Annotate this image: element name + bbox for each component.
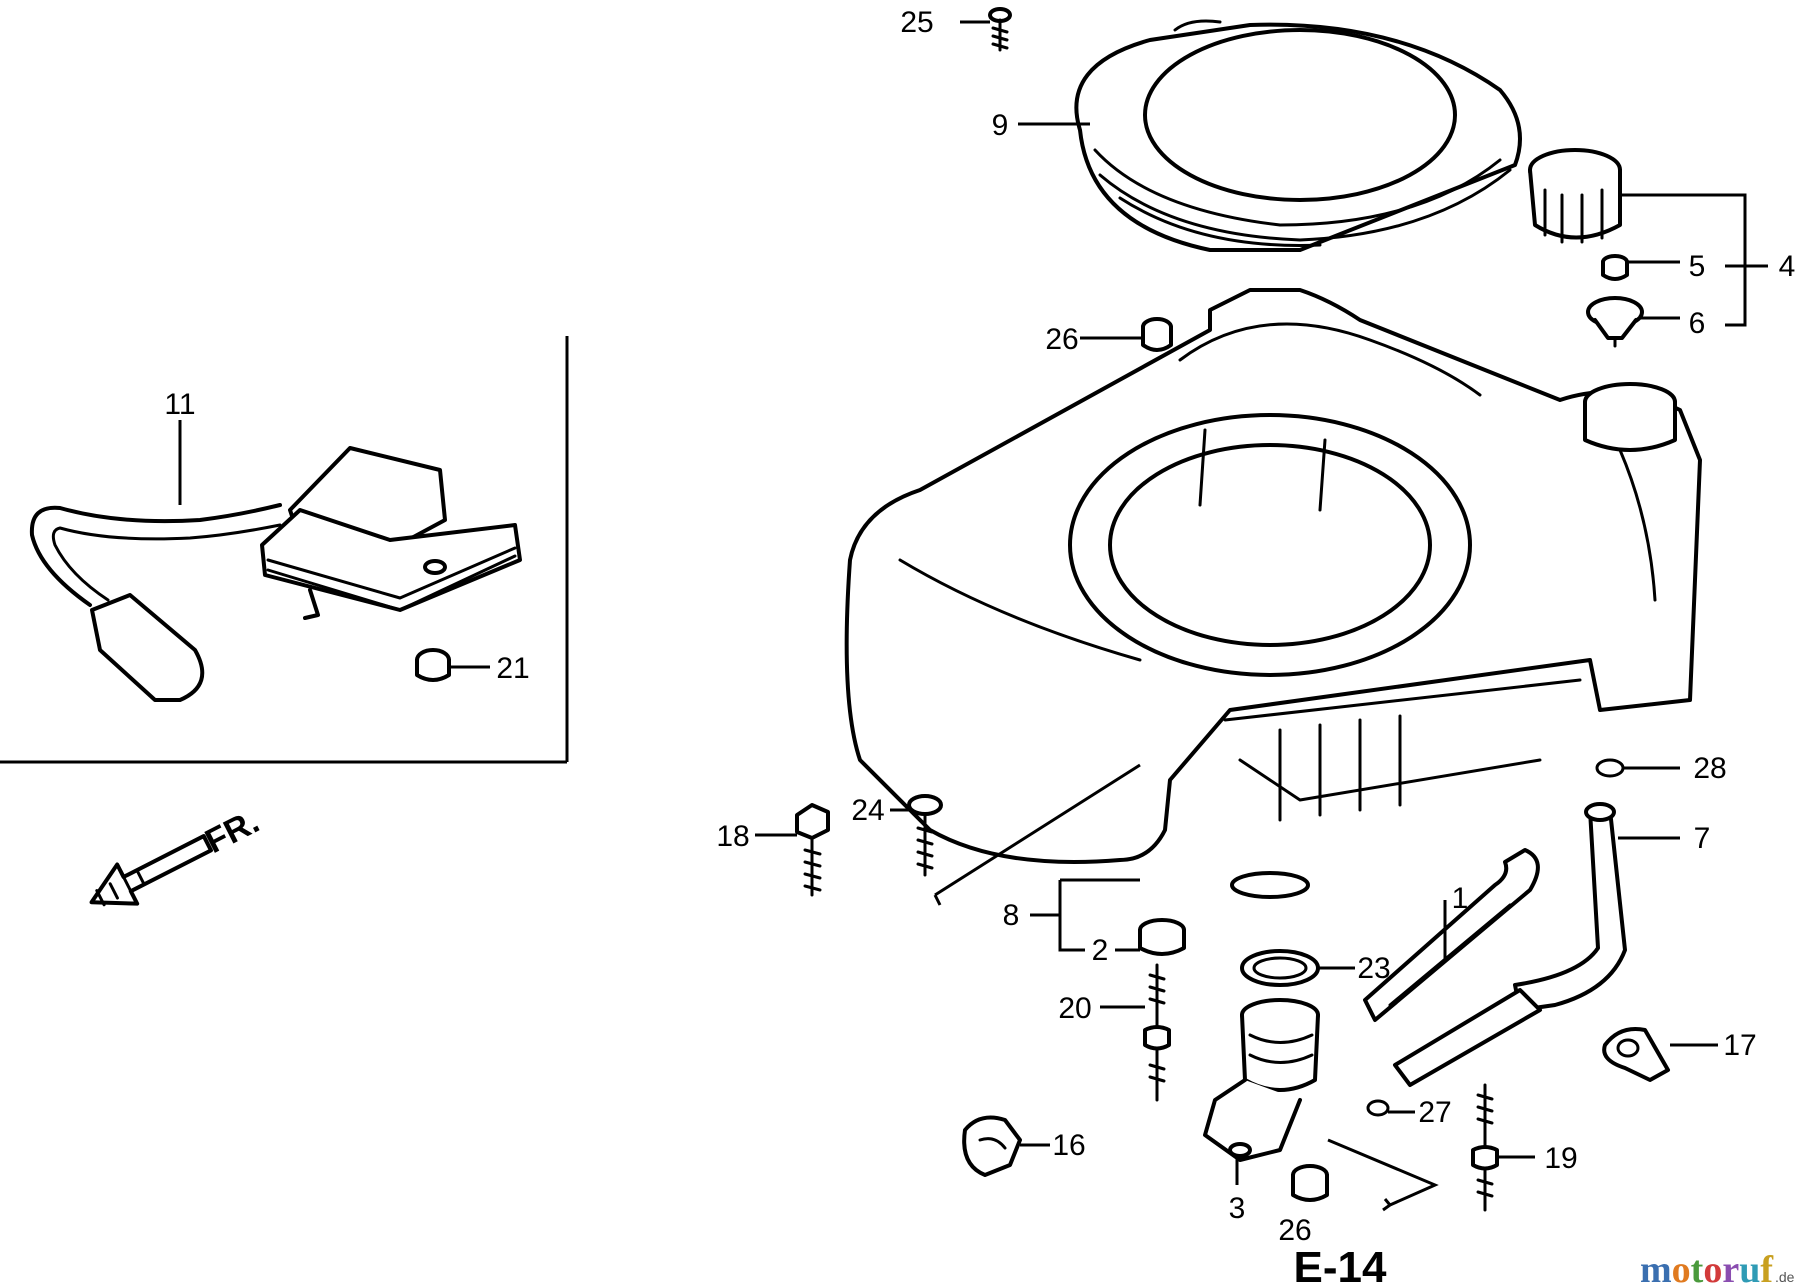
filler-neck: [1583, 382, 1677, 452]
callout-4: 4: [1779, 250, 1796, 283]
watermark-letter: u: [1739, 1249, 1760, 1287]
watermark-logo: motoruf .de: [1640, 1249, 1795, 1287]
collar-26-top: [1141, 317, 1173, 352]
callout-26-top: 26: [1045, 323, 1078, 356]
leader-lines: [178, 20, 1768, 1212]
callout-1: 1: [1452, 882, 1469, 915]
callout-20: 20: [1058, 992, 1091, 1025]
fuel-cap: [1528, 148, 1622, 244]
callout-27: 27: [1418, 1096, 1451, 1129]
svg-text:motoruf: motoruf: [1640, 1249, 1774, 1287]
sheet-code: E-14: [1294, 1243, 1387, 1287]
callout-8: 8: [1003, 899, 1020, 932]
watermark-letter: o: [1672, 1249, 1691, 1287]
stud-19: [1471, 1083, 1499, 1212]
collar-26-bottom: [1291, 1164, 1329, 1202]
direction-arrow: FR.: [89, 802, 265, 907]
callout-28: 28: [1693, 752, 1726, 785]
stud-20: [1143, 963, 1171, 1102]
gasket-5: [1601, 254, 1629, 281]
fan-cover: [844, 288, 1702, 899]
hose-clip-28: [1595, 758, 1625, 778]
screw-25: [988, 7, 1012, 52]
callout-24: 24: [851, 794, 884, 827]
callout-23: 23: [1357, 952, 1390, 985]
callout-2: 2: [1092, 934, 1109, 967]
ignition-coil: [29, 446, 522, 702]
callouts: 25 9 4 5 6 26 11 21 28 7 18 24 8 2 23 1 …: [164, 6, 1795, 1247]
collar-2: [1138, 918, 1186, 956]
callout-5: 5: [1689, 250, 1706, 283]
callout-7: 7: [1694, 822, 1711, 855]
strainer-6: [1586, 296, 1644, 348]
callout-3: 3: [1229, 1192, 1246, 1225]
callout-6: 6: [1689, 307, 1706, 340]
clip-17: [1602, 1027, 1670, 1082]
nut-21: [415, 648, 490, 682]
o-ring-23: [1240, 949, 1320, 987]
callout-26-bottom: 26: [1278, 1214, 1311, 1247]
callout-9: 9: [992, 109, 1009, 142]
clip-27: [1366, 1099, 1390, 1117]
watermark-letter: f: [1760, 1249, 1774, 1287]
watermark-suffix: .de: [1775, 1269, 1795, 1285]
callout-16: 16: [1052, 1129, 1085, 1162]
watermark-letter: m: [1640, 1249, 1672, 1287]
callout-11: 11: [164, 388, 195, 421]
bolt-18: [795, 803, 830, 897]
fuel-hose-1: [1363, 848, 1540, 1022]
callout-21: 21: [496, 652, 529, 685]
watermark-letter: t: [1691, 1249, 1704, 1287]
fuel-hose-7: [1393, 802, 1627, 1087]
clip-16: [962, 1115, 1022, 1177]
watermark-letter: r: [1722, 1249, 1739, 1287]
callout-25: 25: [900, 6, 933, 39]
starter-cover: [1074, 19, 1522, 252]
callout-18: 18: [716, 820, 749, 853]
callout-17: 17: [1723, 1029, 1756, 1062]
fuel-valve: [1203, 998, 1320, 1185]
watermark-letter: o: [1703, 1249, 1722, 1287]
ignition-inset-frame: [0, 336, 569, 764]
screw-24: [907, 794, 943, 877]
callout-19: 19: [1544, 1142, 1577, 1175]
